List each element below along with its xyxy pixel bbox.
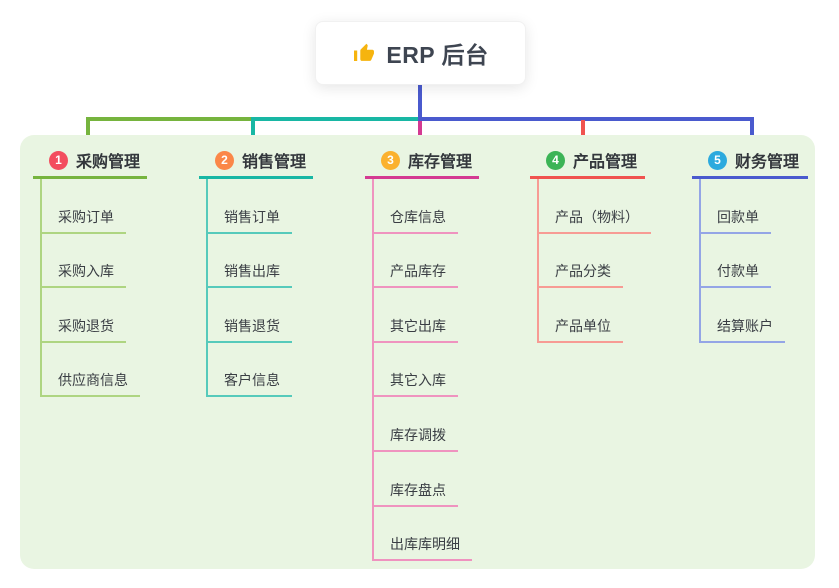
connector-drop-branch-4	[581, 120, 585, 141]
child-label: 供应商信息	[58, 372, 128, 389]
child-label: 付款单	[717, 263, 759, 280]
child-node[interactable]: 产品分类	[537, 261, 623, 289]
child-node[interactable]: 采购入库	[40, 261, 126, 289]
child-label: 客户信息	[224, 372, 280, 389]
branch-label: 采购管理	[76, 154, 141, 171]
branch-label: 产品管理	[573, 154, 638, 171]
child-node[interactable]: 产品库存	[372, 261, 458, 289]
child-node[interactable]: 销售订单	[206, 207, 292, 234]
child-node[interactable]: 产品单位	[537, 316, 623, 343]
child-label: 销售订单	[224, 208, 280, 225]
child-node[interactable]: 销售退货	[206, 316, 292, 343]
child-node[interactable]: 采购订单	[40, 207, 126, 234]
branch-label: 财务管理	[735, 154, 800, 171]
child-node[interactable]: 销售出库	[206, 261, 292, 289]
branch-node[interactable]: 2 销售管理	[199, 150, 313, 179]
root-label: ERP 后台	[386, 42, 489, 68]
connector-drop-branch-5	[750, 120, 754, 141]
child-node[interactable]: 结算账户	[699, 316, 785, 343]
branch-number-badge: 3	[381, 150, 400, 170]
child-label: 出库库明细	[390, 536, 460, 553]
child-label: 采购退货	[58, 317, 114, 334]
branch-number-badge: 1	[49, 150, 68, 170]
child-label: 采购入库	[58, 263, 114, 280]
root-node[interactable]: ERP 后台	[315, 21, 526, 85]
child-label: 产品库存	[390, 263, 446, 280]
connector-drop-branch-3	[418, 120, 422, 141]
child-node[interactable]: 产品（物料）	[537, 207, 651, 234]
connector-drop-branch-1	[86, 120, 90, 141]
child-node[interactable]: 库存盘点	[372, 480, 458, 507]
connector-horizontal-branch-2	[251, 117, 422, 121]
branch-1: 1 采购管理采购订单采购入库采购退货供应商信息	[33, 150, 147, 398]
child-node[interactable]: 其它入库	[372, 370, 458, 398]
branch-spine-line	[537, 179, 539, 342]
child-label: 采购订单	[58, 208, 114, 225]
branch-2: 2 销售管理销售订单销售出库销售退货客户信息	[199, 150, 313, 398]
child-node[interactable]: 出库库明细	[372, 534, 472, 562]
branch-4: 4 产品管理产品（物料） 产品分类产品单位	[530, 150, 651, 343]
connector-horizontal-branch-5	[418, 117, 754, 121]
child-node[interactable]: 回款单	[699, 207, 771, 234]
thumbs-up-icon	[352, 41, 376, 65]
connector-drop-branch-2	[251, 120, 255, 141]
child-node[interactable]: 付款单	[699, 261, 771, 289]
child-label: 其它出库	[390, 317, 446, 334]
child-node[interactable]: 客户信息	[206, 370, 292, 398]
branch-node[interactable]: 3 库存管理	[365, 150, 479, 179]
child-node[interactable]: 库存调拨	[372, 425, 458, 452]
child-label: 库存调拨	[390, 426, 446, 443]
branch-3: 3 库存管理仓库信息产品库存其它出库其它入库库存调拨库存盘点出库库明细	[365, 150, 479, 562]
child-node[interactable]: 其它出库	[372, 316, 458, 343]
child-label: 结算账户	[717, 317, 773, 334]
child-label: 库存盘点	[390, 481, 446, 498]
child-label: 回款单	[717, 208, 759, 225]
child-node[interactable]: 采购退货	[40, 316, 126, 343]
child-node[interactable]: 仓库信息	[372, 207, 458, 234]
child-label: 销售退货	[224, 317, 280, 334]
child-label: 产品单位	[555, 317, 611, 334]
branch-number-badge: 2	[215, 150, 234, 170]
connector-root-stem	[418, 83, 422, 121]
branch-label: 库存管理	[408, 154, 473, 171]
branch-spine-line	[699, 179, 701, 342]
child-node[interactable]: 供应商信息	[40, 370, 140, 398]
mindmap-canvas	[20, 135, 815, 569]
child-label: 销售出库	[224, 263, 280, 280]
branch-node[interactable]: 1 采购管理	[33, 150, 147, 179]
branch-node[interactable]: 4 产品管理	[530, 150, 645, 179]
branch-label: 销售管理	[242, 154, 307, 171]
branch-5: 5 财务管理回款单付款单结算账户	[692, 150, 808, 343]
branch-number-badge: 5	[708, 150, 727, 170]
child-label: 产品（物料）	[555, 208, 639, 225]
branch-spine-line	[372, 179, 374, 561]
child-label: 产品分类	[555, 263, 611, 280]
branch-number-badge: 4	[546, 150, 565, 170]
branch-node[interactable]: 5 财务管理	[692, 150, 808, 179]
child-label: 其它入库	[390, 372, 446, 389]
child-label: 仓库信息	[390, 208, 446, 225]
